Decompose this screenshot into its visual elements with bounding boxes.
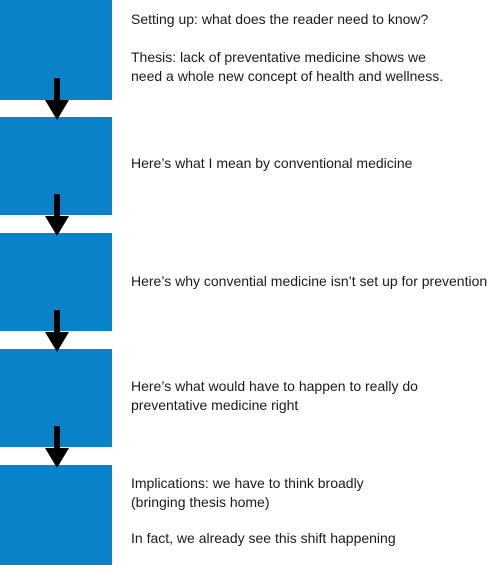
arrow-down-icon (45, 194, 69, 236)
step-1-line: Setting up: what does the reader need to… (131, 11, 429, 27)
step-5-line: Implications: we have to think broadly (131, 475, 364, 491)
step-3-line: Here’s why convential medicine isn’t set… (131, 273, 488, 289)
arrow-down-icon (45, 426, 69, 468)
arrow-down-icon (45, 310, 69, 352)
step-1-line: need a whole new concept of health and w… (131, 68, 444, 84)
step-4-line: preventative medicine right (131, 397, 299, 413)
step-1-line: Thesis: lack of preventative medicine sh… (131, 49, 426, 65)
step-5-block (0, 465, 112, 565)
step-5-line: In fact, we already see this shift happe… (131, 530, 396, 546)
step-2-line: Here’s what I mean by conventional medic… (131, 155, 413, 171)
arrow-down-icon (45, 78, 69, 120)
step-5-line: (bringing thesis home) (131, 494, 270, 510)
step-4-line: Here’s what would have to happen to real… (131, 378, 418, 394)
